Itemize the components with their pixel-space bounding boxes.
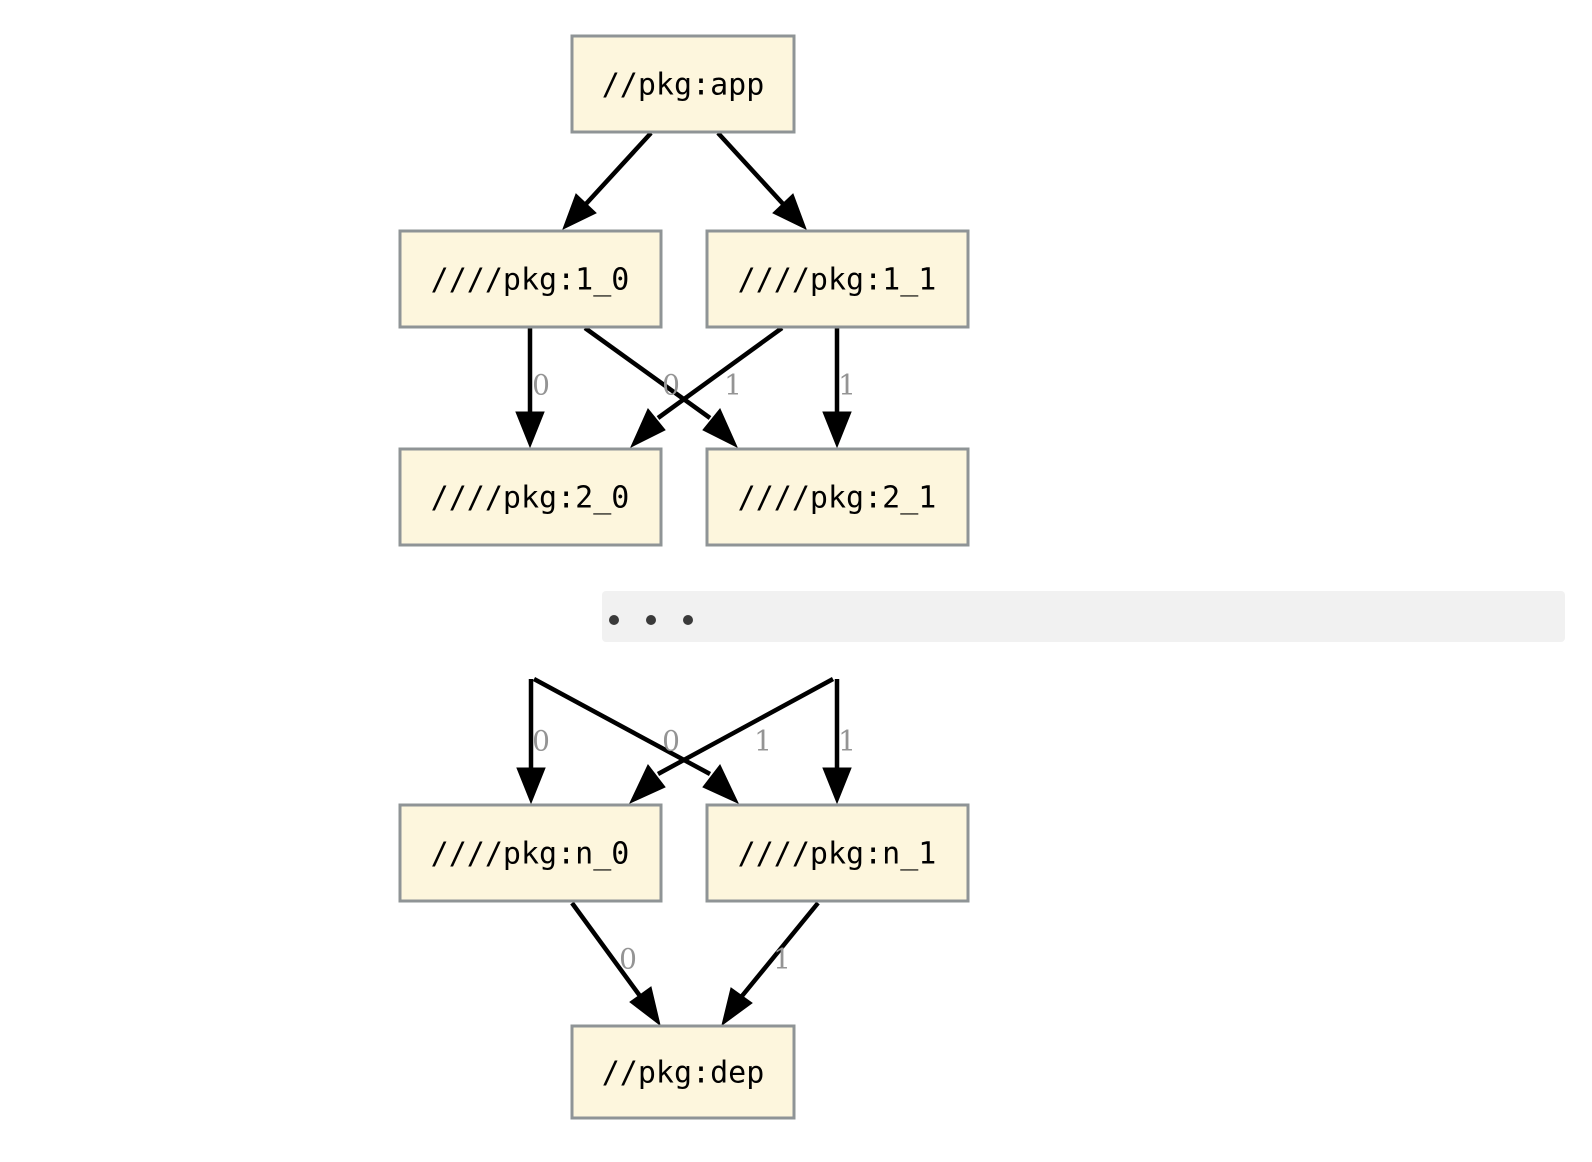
edge-label: 0 bbox=[532, 369, 550, 402]
node-pkg-n_1[interactable]: ////pkg:n_1 bbox=[705, 803, 970, 903]
node-app[interactable]: //pkg:app bbox=[570, 34, 796, 134]
edge-prev-to-n_1-diagonal: 0 bbox=[532, 677, 740, 805]
edge-label: 0 bbox=[619, 943, 637, 976]
node-label: ////pkg:1_0 bbox=[431, 263, 630, 298]
ellipsis-dot-1 bbox=[609, 615, 619, 625]
ellipsis-band bbox=[602, 591, 1565, 642]
edge-1_0-to-2_0: 0 bbox=[515, 328, 550, 449]
edge-label: 1 bbox=[773, 943, 791, 976]
edge-1_1-to-2_0: 1 bbox=[629, 326, 784, 449]
node-pkg-n_0[interactable]: ////pkg:n_0 bbox=[398, 803, 663, 903]
ellipsis-dot-2 bbox=[646, 615, 656, 625]
edge-prev-to-n_1-vertical: 1 bbox=[822, 679, 856, 805]
edge-label: 1 bbox=[838, 369, 856, 402]
node-box[interactable] bbox=[705, 803, 970, 903]
edge-label: 0 bbox=[662, 725, 680, 758]
node-label: //pkg:dep bbox=[602, 1056, 765, 1091]
node-box[interactable] bbox=[570, 1024, 796, 1120]
edge-n_1-to-dep: 1 bbox=[721, 901, 820, 1027]
node-box[interactable] bbox=[705, 447, 970, 547]
edge-label: 0 bbox=[662, 369, 680, 402]
node-label: ////pkg:1_1 bbox=[738, 263, 937, 298]
node-pkg-1_0[interactable]: ////pkg:1_0 bbox=[398, 229, 663, 329]
node-box[interactable] bbox=[398, 447, 663, 547]
node-pkg-1_1[interactable]: ////pkg:1_1 bbox=[705, 229, 970, 329]
edge-prev-to-n_0-vertical: 0 bbox=[516, 679, 550, 805]
edge-label: 1 bbox=[724, 369, 742, 402]
edge-app-to-1_1 bbox=[716, 131, 807, 230]
node-label: ////pkg:2_1 bbox=[738, 481, 937, 516]
edge-n_0-to-dep: 0 bbox=[570, 901, 661, 1027]
node-label: ////pkg:n_1 bbox=[738, 837, 937, 872]
edge-label: 1 bbox=[754, 725, 772, 758]
ellipsis-dot-3 bbox=[683, 615, 693, 625]
edge-1_1-to-2_1: 1 bbox=[822, 328, 856, 449]
node-dep[interactable]: //pkg:dep bbox=[570, 1024, 796, 1120]
node-label: ////pkg:2_0 bbox=[431, 481, 630, 516]
node-box[interactable] bbox=[398, 803, 663, 903]
ellipsis-marker bbox=[602, 591, 1565, 642]
edge-app-to-1_0 bbox=[562, 131, 653, 230]
edge-label: 0 bbox=[532, 725, 550, 758]
edge-1_0-to-2_1: 0 bbox=[583, 326, 739, 449]
node-box[interactable] bbox=[705, 229, 970, 329]
node-label: //pkg:app bbox=[602, 68, 765, 103]
node-pkg-2_0[interactable]: ////pkg:2_0 bbox=[398, 447, 663, 547]
node-box[interactable] bbox=[570, 34, 796, 134]
edge-prev-to-n_0-diagonal: 1 bbox=[628, 677, 835, 805]
edge-label: 1 bbox=[838, 725, 856, 758]
node-pkg-2_1[interactable]: ////pkg:2_1 bbox=[705, 447, 970, 547]
node-box[interactable] bbox=[398, 229, 663, 329]
node-label: ////pkg:n_0 bbox=[431, 837, 630, 872]
